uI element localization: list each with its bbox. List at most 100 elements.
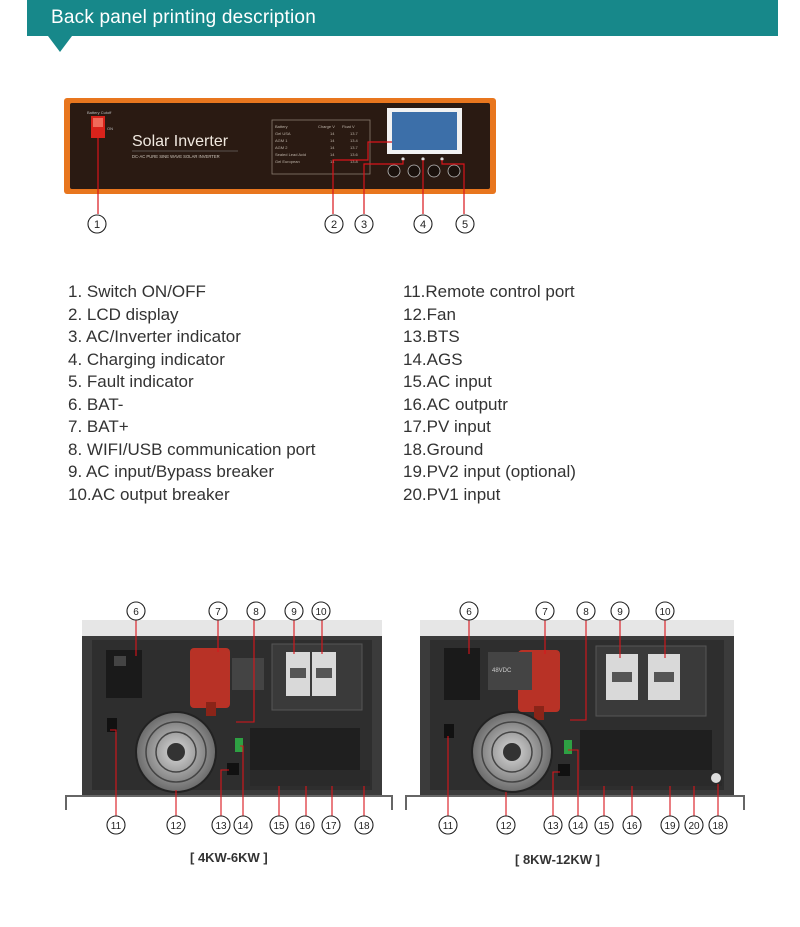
callout-8	[576, 601, 596, 621]
callout-label: 18	[712, 821, 724, 832]
callout-16	[295, 815, 315, 835]
ground-terminal	[711, 773, 721, 783]
callout-15	[269, 815, 289, 835]
callout-16	[622, 815, 642, 835]
bat-positive-terminal	[190, 648, 230, 708]
up-button	[407, 164, 421, 178]
legend-item: 3. AC/Inverter indicator	[68, 327, 241, 346]
svg-text:Gel USA: Gel USA	[275, 131, 291, 136]
callout-1-label: 1	[94, 219, 100, 231]
callout-11	[106, 815, 126, 835]
callout-17	[321, 815, 341, 835]
fault-indicator	[440, 157, 444, 161]
svg-text:Gel European: Gel European	[275, 159, 300, 164]
legend-item: 1. Switch ON/OFF	[68, 282, 206, 301]
svg-text:13.7: 13.7	[350, 131, 359, 136]
legend-item: 10.AC output breaker	[68, 484, 230, 504]
callout-label: 18	[358, 821, 370, 832]
callout-label: 14	[237, 821, 249, 832]
callout-15	[594, 815, 614, 835]
svg-text:Charge V: Charge V	[318, 124, 335, 129]
menu-button	[387, 164, 401, 178]
svg-text:13.6: 13.6	[350, 152, 359, 157]
callout-label: 15	[273, 821, 285, 832]
callout-label: 14	[572, 821, 584, 832]
callout-label: 6	[133, 607, 139, 618]
banner-tail	[48, 36, 72, 52]
callout-2	[324, 214, 344, 234]
callout-13	[211, 815, 231, 835]
spec-table	[271, 119, 371, 175]
callout-label: 10	[315, 607, 327, 618]
svg-text:13.4: 13.4	[350, 138, 359, 143]
ags-port	[235, 738, 243, 752]
bts-port	[227, 763, 239, 775]
callout-5-label: 5	[462, 219, 468, 231]
front-panel-diagram: Battery Cutoff ON Solar Inverter DC-AC P…	[64, 98, 496, 234]
callout-20	[684, 815, 704, 835]
callout-12	[166, 815, 186, 835]
svg-text:14: 14	[330, 145, 335, 150]
bts-port	[558, 764, 570, 776]
svg-text:13.7: 13.7	[350, 145, 359, 150]
callout-label: 13	[547, 821, 559, 832]
callout-9	[610, 601, 630, 621]
callout-label: 9	[291, 607, 297, 618]
back-panels-diagram: 48VDC	[65, 601, 745, 835]
callout-2-label: 2	[331, 219, 337, 231]
callout-9	[284, 601, 304, 621]
svg-text:Float V: Float V	[342, 124, 355, 129]
svg-text:Sealed Lead Acid: Sealed Lead Acid	[275, 152, 306, 157]
ags-port	[564, 740, 572, 754]
front-panel-body	[70, 103, 490, 189]
callout-4-label: 4	[420, 219, 426, 231]
legend-item: 6. BAT-	[68, 394, 124, 414]
legend-item: 19.PV2 input (optional)	[403, 462, 576, 481]
callout-label: 9	[617, 607, 623, 618]
ac-indicator	[401, 157, 405, 161]
battery-voltage-label: 48VDC	[492, 668, 512, 674]
callout-19	[660, 815, 680, 835]
callout-11	[438, 815, 458, 835]
callout-label: 8	[583, 607, 589, 618]
legend-item: 8. WIFI/USB communication port	[68, 439, 316, 459]
callout-4	[413, 214, 433, 234]
legend-item: 11.Remote control port	[403, 282, 575, 301]
callout-label: 7	[215, 607, 221, 618]
legend-item: 17.PV input	[403, 417, 491, 436]
page-title: Back panel printing description	[51, 7, 316, 28]
svg-text:13.8: 13.8	[350, 159, 359, 164]
legend-item: 18.Ground	[403, 439, 484, 459]
down-button	[427, 164, 441, 178]
enter-button	[447, 164, 461, 178]
svg-text:AGM 2: AGM 2	[275, 145, 288, 150]
terminal-block	[580, 730, 712, 770]
lcd-display	[392, 112, 457, 150]
legend-left: 1. Switch ON/OFF 2. LCD display 3. AC/In…	[68, 281, 316, 506]
callout-6	[126, 601, 146, 621]
callout-7	[535, 601, 555, 621]
svg-text:Battery: Battery	[275, 124, 288, 129]
callout-18	[708, 815, 728, 835]
callout-14	[233, 815, 253, 835]
legend-right: 11.Remote control port 12.Fan 13.BTS 14.…	[403, 281, 576, 506]
caption-4kw-6kw: [ 4KW-6KW ]	[190, 850, 268, 865]
callout-3	[354, 214, 374, 234]
callout-label: 19	[664, 821, 676, 832]
callout-label: 11	[111, 821, 122, 832]
legend-item: 2. LCD display	[68, 304, 179, 324]
remote-port	[107, 718, 117, 732]
terminal-block	[250, 728, 360, 770]
callout-10	[655, 601, 675, 621]
bat-negative-terminal	[444, 648, 480, 700]
callout-3-label: 3	[361, 219, 367, 231]
svg-text:Battery Cutoff: Battery Cutoff	[87, 110, 112, 115]
callout-label: 16	[299, 821, 311, 832]
callout-label: 6	[466, 607, 472, 618]
svg-text:14: 14	[330, 138, 335, 143]
callout-label: 13	[215, 821, 227, 832]
header-banner: Back panel printing description	[27, 0, 778, 36]
callout-7	[208, 601, 228, 621]
callout-label: 8	[253, 607, 259, 618]
back-panel-4kw	[65, 620, 393, 810]
